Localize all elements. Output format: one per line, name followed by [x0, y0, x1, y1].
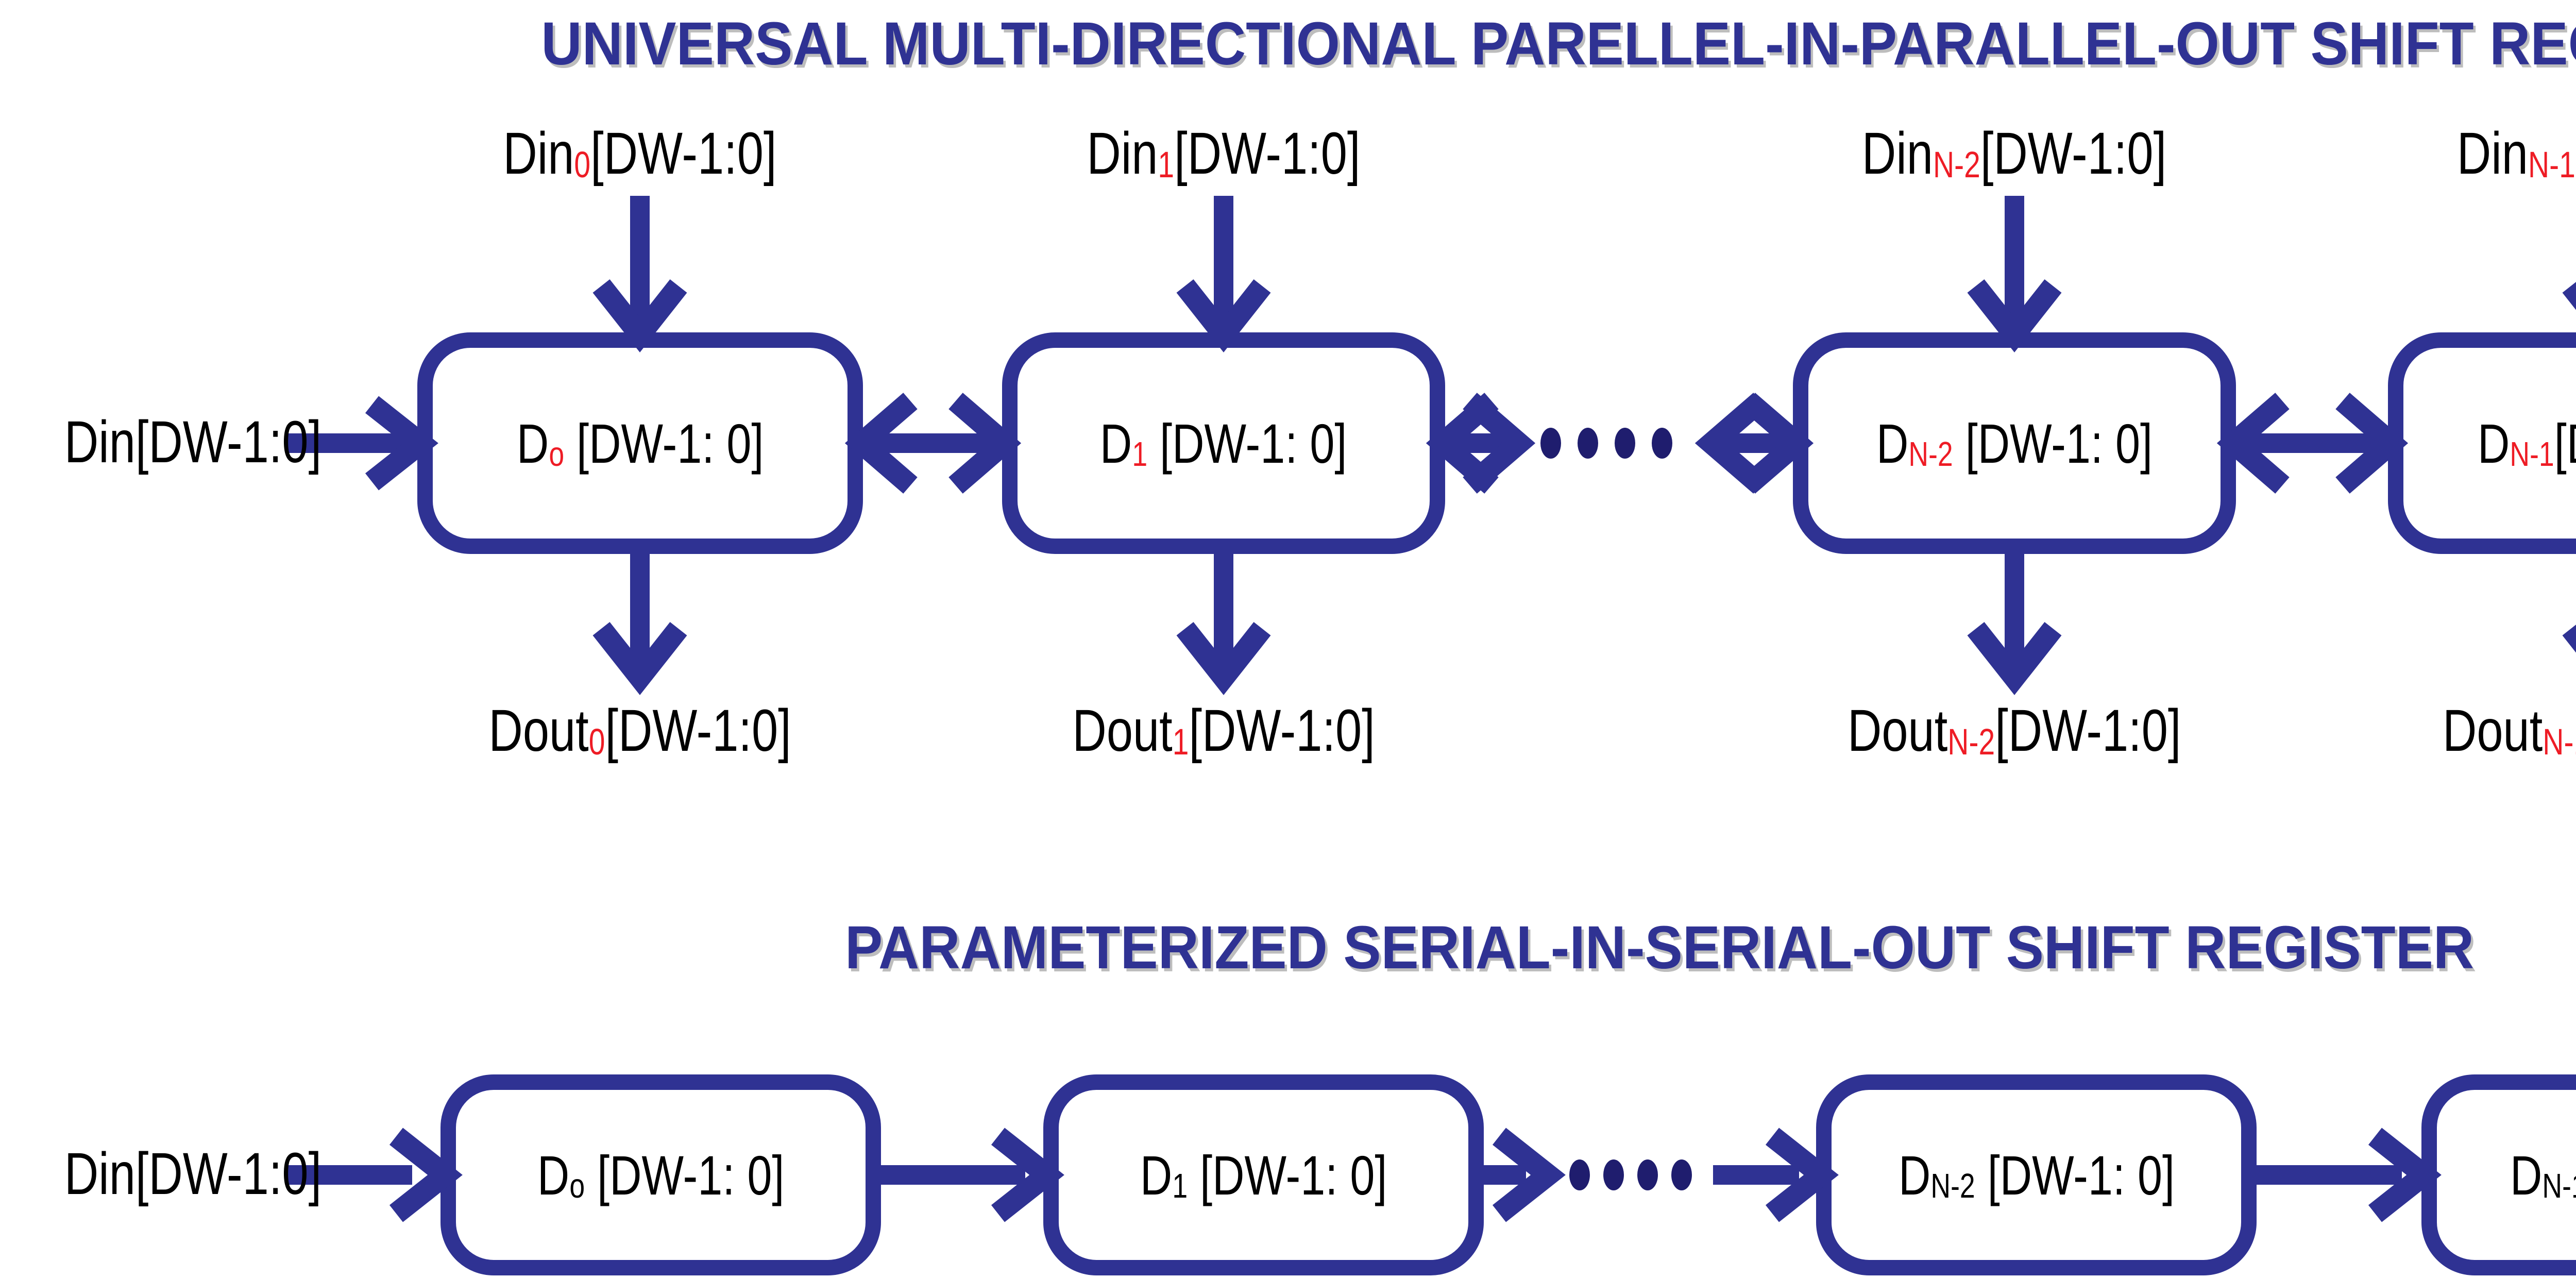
top-register-label-n1: DN-1[DW-1: 0]	[2478, 412, 2576, 475]
top-din-label-1: Din1[DW-1:0]	[1087, 121, 1361, 187]
top-din-arrow-1	[1176, 196, 1271, 352]
top-dout-label-0: Dout0[DW-1:0]	[488, 698, 791, 764]
bottom-register-label-n2: DN-2 [DW-1: 0]	[1898, 1144, 2175, 1206]
top-din-arrow-n2	[1967, 196, 2062, 352]
top-register-label-0: Do [DW-1: 0]	[516, 412, 764, 475]
top-ellipsis-dots	[1540, 428, 1672, 459]
top-dout-label-n1: DoutN-1[DW-1:0]	[2443, 698, 2576, 764]
bottom-serial-in-arrow	[286, 1128, 463, 1222]
bottom-register-label-0: Do [DW-1: 0]	[537, 1144, 785, 1206]
top-dout-arrow-1	[1176, 547, 1271, 695]
top-bidir-arrow-dots-n2	[1694, 393, 1814, 494]
bottom-register-label-n1: DN-1[DW-1: 0]	[2510, 1144, 2576, 1206]
top-serial-in-label: Din[DW-1:0]	[64, 409, 322, 475]
bottom-arrow-1-dots	[1476, 1128, 1566, 1222]
top-dout-arrow-0	[592, 547, 687, 695]
bottom-diagram-title: PARAMETERIZED SERIAL-IN-SERIAL-OUT SHIFT…	[845, 914, 2475, 982]
top-dout-label-1: Dout1[DW-1:0]	[1072, 698, 1375, 764]
top-bidir-arrow-1-dots	[1426, 393, 1536, 494]
top-register-label-n2: DN-2 [DW-1: 0]	[1876, 412, 2153, 475]
top-diagram-title: UNIVERSAL MULTI-DIRECTIONAL PARELLEL-IN-…	[541, 10, 2576, 78]
top-register-label-1: D1 [DW-1: 0]	[1100, 412, 1347, 475]
top-dout-arrow-n1	[2562, 625, 2576, 653]
bottom-serial-in-label: Din[DW-1:0]	[64, 1141, 322, 1207]
bottom-arrow-dots-n2	[1713, 1128, 1839, 1222]
top-dout-arrow-n2	[1967, 547, 2062, 695]
top-serial-in-arrow	[286, 396, 438, 491]
bottom-arrow-n2-n1	[2249, 1128, 2442, 1222]
top-bidir-arrow-0-1	[844, 393, 1022, 494]
top-dout-label-n2: DoutN-2[DW-1:0]	[1848, 698, 2181, 764]
top-din-label-0: Din0[DW-1:0]	[503, 121, 777, 187]
top-din-label-n1: DinN-1[DW-1:0]	[2457, 121, 2576, 187]
top-din-arrow-n1	[2562, 282, 2576, 310]
top-din-arrow-0	[592, 196, 687, 352]
bottom-register-label-1: D1 [DW-1: 0]	[1140, 1144, 1387, 1206]
top-din-label-n2: DinN-2[DW-1:0]	[1862, 121, 2167, 187]
top-bidir-arrow-n2-n1	[2216, 393, 2409, 494]
bottom-ellipsis-dots	[1569, 1159, 1692, 1190]
bottom-arrow-0-1	[873, 1128, 1064, 1222]
